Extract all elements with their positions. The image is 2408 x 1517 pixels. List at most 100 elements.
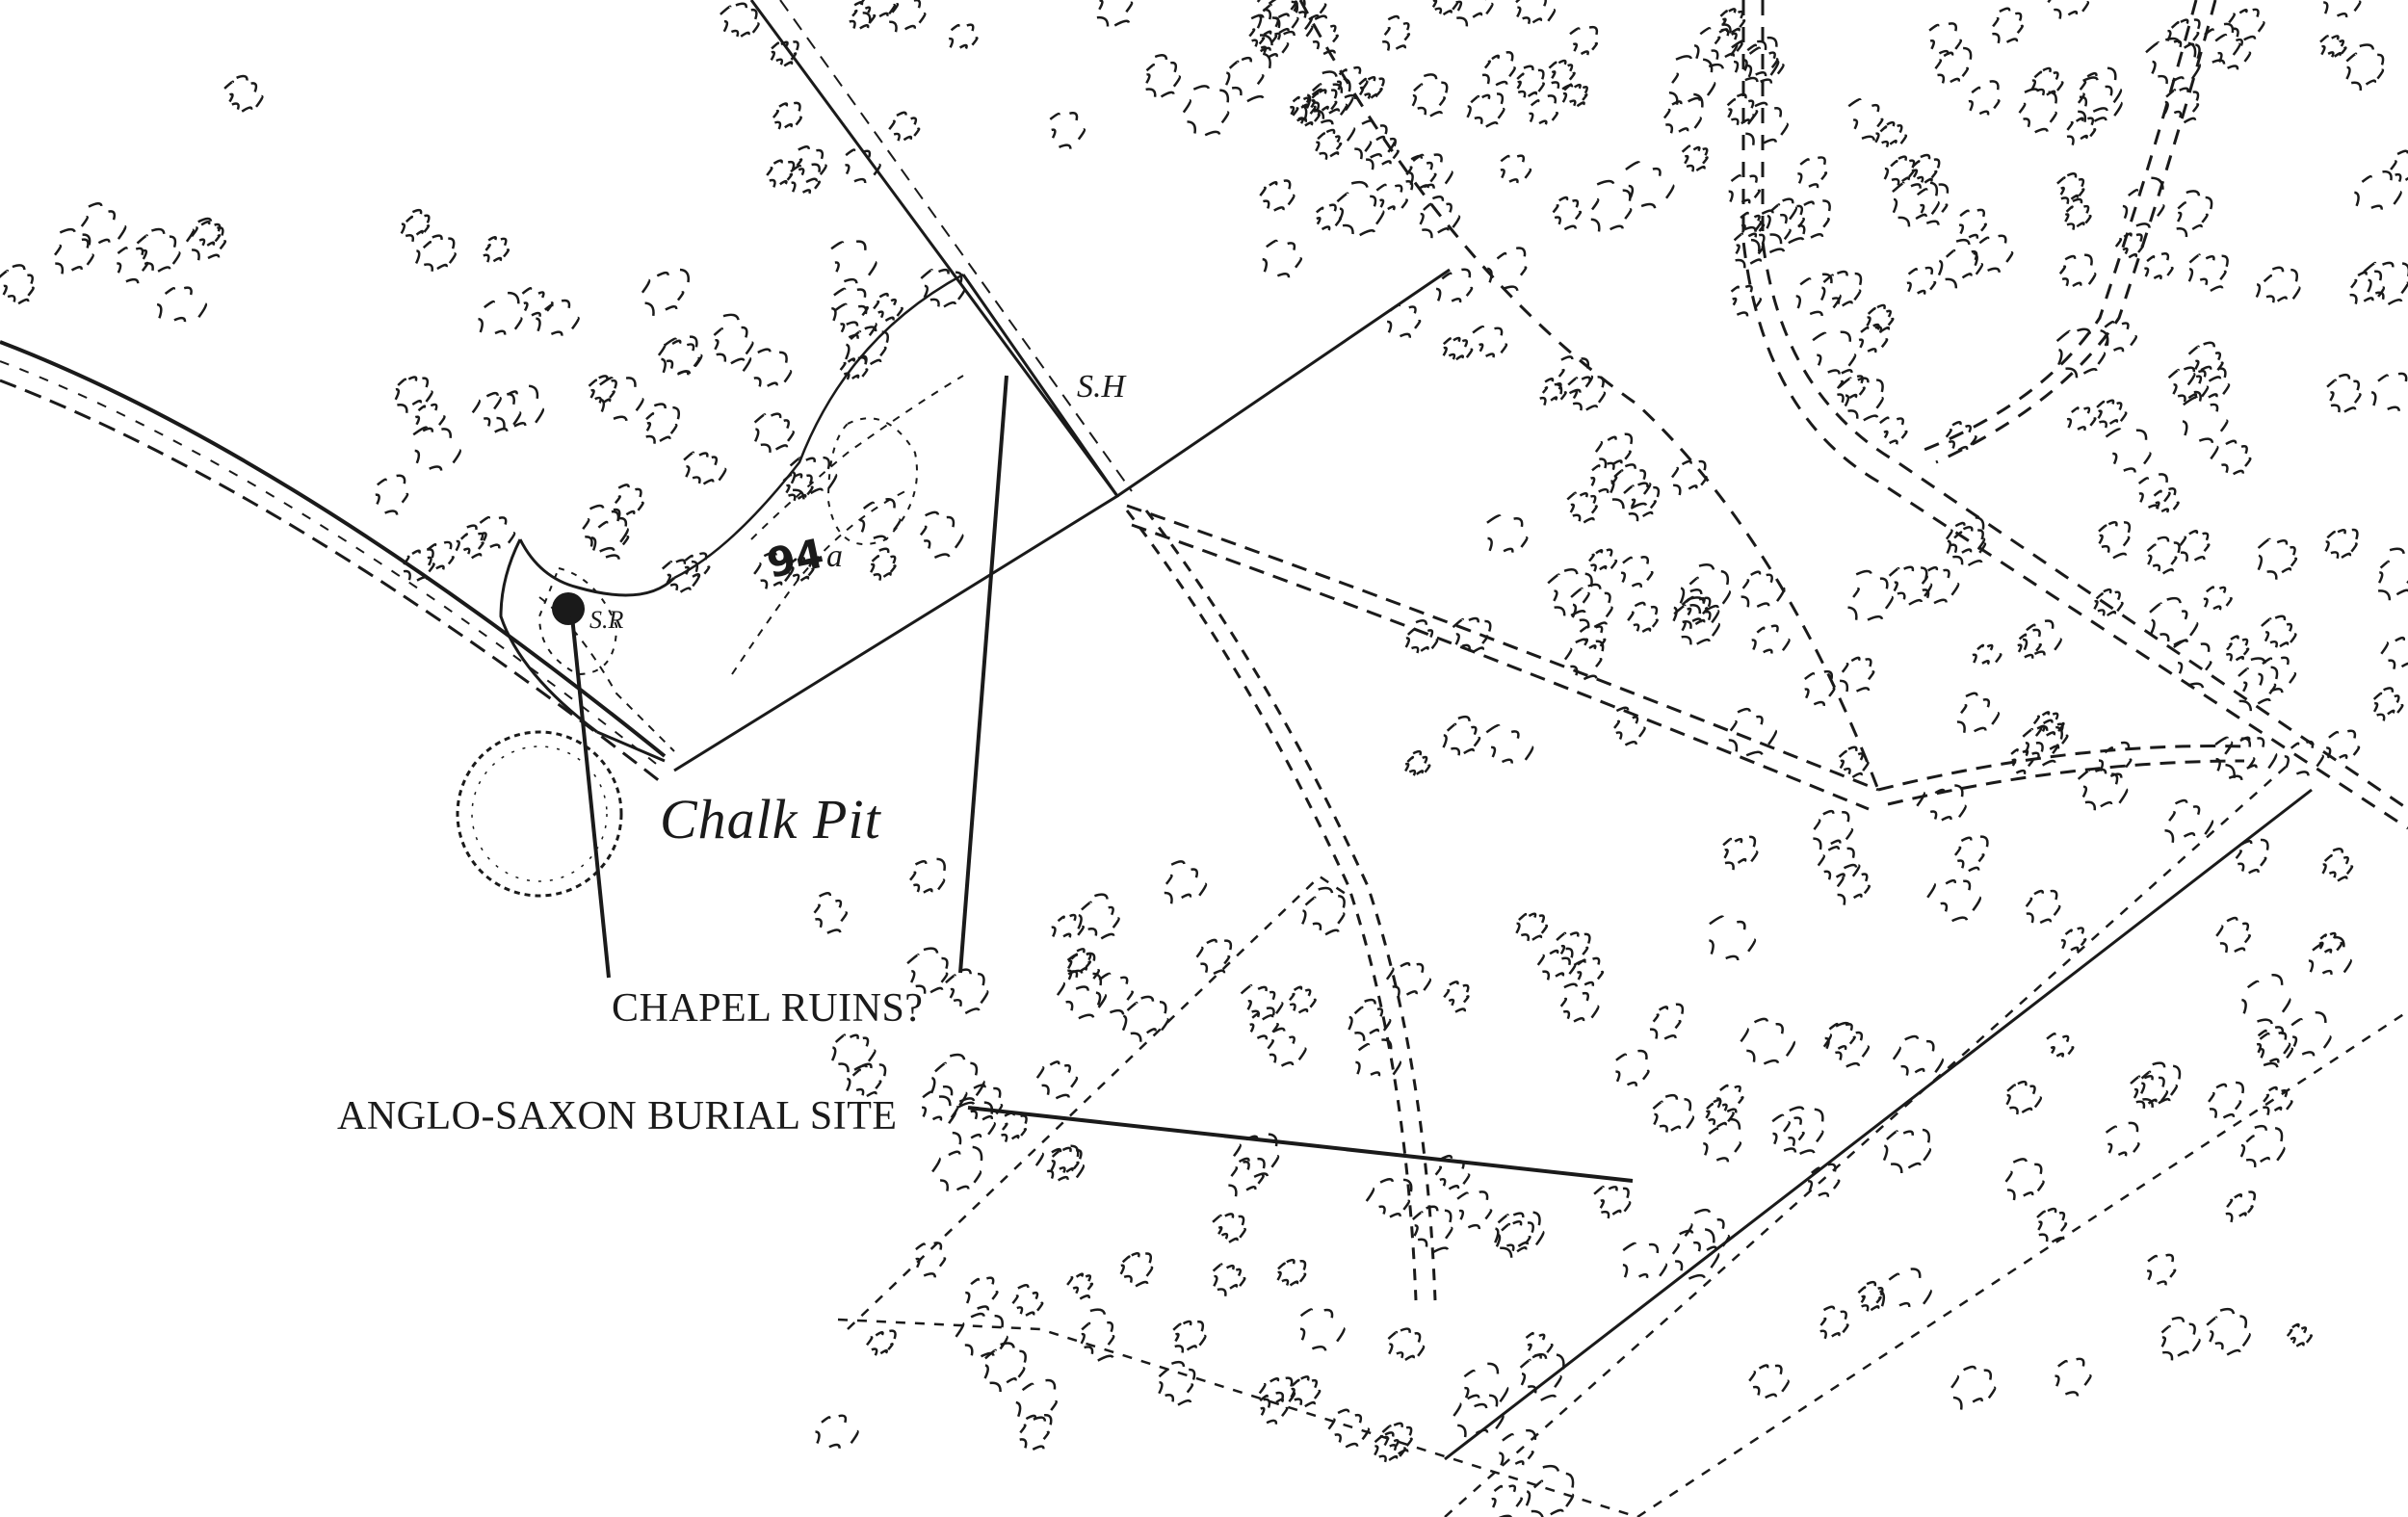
tree-symbol	[2225, 1190, 2257, 1223]
tree-symbol	[1728, 174, 1761, 204]
tree-symbol	[1472, 325, 1508, 358]
chapel-ruins-label: CHAPEL RUINS?	[612, 986, 923, 1031]
tree-symbol	[1950, 1365, 1997, 1410]
tree-symbol	[2225, 635, 2250, 662]
tree-symbol	[2377, 547, 2408, 601]
tree-symbol	[919, 510, 964, 560]
tree-symbol	[521, 287, 554, 318]
tree-symbol	[1883, 155, 1916, 186]
tree-symbol	[1431, 0, 1459, 16]
tree-symbol	[2215, 916, 2251, 954]
tree-symbol	[888, 111, 921, 142]
tree-symbol	[1968, 80, 2001, 116]
tree-symbol	[2018, 88, 2057, 134]
tree-symbol	[80, 201, 127, 246]
tree-symbol	[1056, 969, 1108, 1020]
tree-symbol	[788, 557, 815, 582]
tree-symbol	[1819, 270, 1863, 307]
tree-symbol	[185, 217, 227, 261]
tree-symbol	[2259, 1032, 2294, 1063]
tree-symbol	[1623, 482, 1661, 522]
tree-symbol	[1119, 1252, 1154, 1288]
tree-symbol	[1050, 1146, 1083, 1174]
tree-symbol	[790, 163, 822, 195]
tree-symbol	[1847, 569, 1894, 621]
tree-symbol	[1882, 1128, 1932, 1174]
tree-symbol	[2323, 0, 2362, 18]
tree-symbol	[1486, 514, 1529, 553]
tree-symbol	[1622, 1242, 1668, 1279]
tree-symbol	[1570, 583, 1613, 629]
tree-symbol	[1668, 55, 1716, 105]
tree-symbol	[1355, 1038, 1401, 1077]
tree-symbol	[1336, 180, 1385, 237]
tree-symbol	[1066, 1272, 1094, 1300]
tree-symbol	[2036, 1207, 2068, 1243]
tree-symbol	[483, 235, 510, 263]
tree-symbol	[657, 335, 703, 376]
tree-symbol	[375, 474, 409, 515]
tree-symbol	[471, 391, 522, 433]
tree-symbol	[1679, 563, 1731, 615]
tree-symbol	[2160, 1316, 2201, 1361]
tree-symbol	[2022, 725, 2063, 767]
tree-symbol	[1840, 656, 1875, 693]
tree-symbol	[2163, 87, 2200, 124]
tree-symbol	[1742, 36, 1779, 77]
main-road	[0, 340, 667, 787]
tree-symbol	[789, 456, 838, 500]
tree-symbol	[1336, 65, 1369, 100]
tree-symbol	[1387, 1327, 1426, 1361]
tree-symbol	[1874, 120, 1908, 148]
tree-symbol	[2257, 537, 2298, 580]
tree-symbol	[1703, 1117, 1742, 1163]
tree-symbol	[1259, 179, 1296, 212]
tree-symbol	[1730, 284, 1763, 317]
tree-symbol	[2326, 729, 2361, 760]
tree-symbol	[1256, 0, 1299, 46]
tree-symbol	[1499, 1428, 1537, 1466]
tree-symbol	[1346, 119, 1397, 160]
tree-symbol	[1937, 238, 1984, 289]
tree-symbol	[1035, 1060, 1079, 1100]
tree-symbol	[1095, 972, 1134, 1015]
tree-symbol	[1463, 1362, 1509, 1409]
tree-symbol	[582, 504, 629, 553]
tree-symbol	[1588, 548, 1618, 572]
tree-symbol	[1684, 1208, 1731, 1252]
tree-symbol	[888, 0, 927, 33]
tree-symbol	[1824, 1022, 1856, 1051]
tree-symbol	[2176, 190, 2213, 238]
tree-symbol	[1671, 1228, 1720, 1280]
tree-symbol	[983, 1342, 1027, 1393]
tree-symbol	[1164, 860, 1208, 904]
tree-symbol	[1563, 638, 1605, 681]
tree-symbol	[2005, 1080, 2043, 1115]
tree-symbol	[2060, 927, 2087, 952]
tree-symbol	[846, 1062, 887, 1098]
tree-symbol	[1442, 336, 1474, 361]
tree-symbol	[1945, 420, 1977, 452]
tree-symbol	[1019, 1413, 1053, 1452]
tree-symbol	[1121, 995, 1169, 1042]
tree-symbol	[1443, 981, 1470, 1013]
tree-symbol	[2058, 253, 2097, 288]
tree-symbol	[2370, 372, 2408, 411]
tree-symbol	[136, 227, 181, 273]
tree-symbol	[753, 412, 796, 454]
tree-symbol	[2047, 0, 2090, 19]
tree-symbol	[1813, 809, 1854, 850]
tree-symbol	[1262, 239, 1303, 278]
tree-symbol	[1456, 0, 1494, 27]
tree-symbol	[661, 337, 701, 376]
tree-symbol	[1481, 51, 1516, 87]
tree-symbol	[2017, 628, 2042, 660]
tree-symbol	[1485, 723, 1534, 764]
tree-symbol	[831, 287, 869, 327]
tree-symbol	[2103, 320, 2138, 353]
tree-symbol	[2372, 687, 2404, 721]
tree-symbol	[2258, 656, 2297, 693]
tree-symbol	[1435, 268, 1474, 303]
chapel-leader-2	[958, 375, 1008, 974]
tree-symbol	[1751, 624, 1791, 654]
